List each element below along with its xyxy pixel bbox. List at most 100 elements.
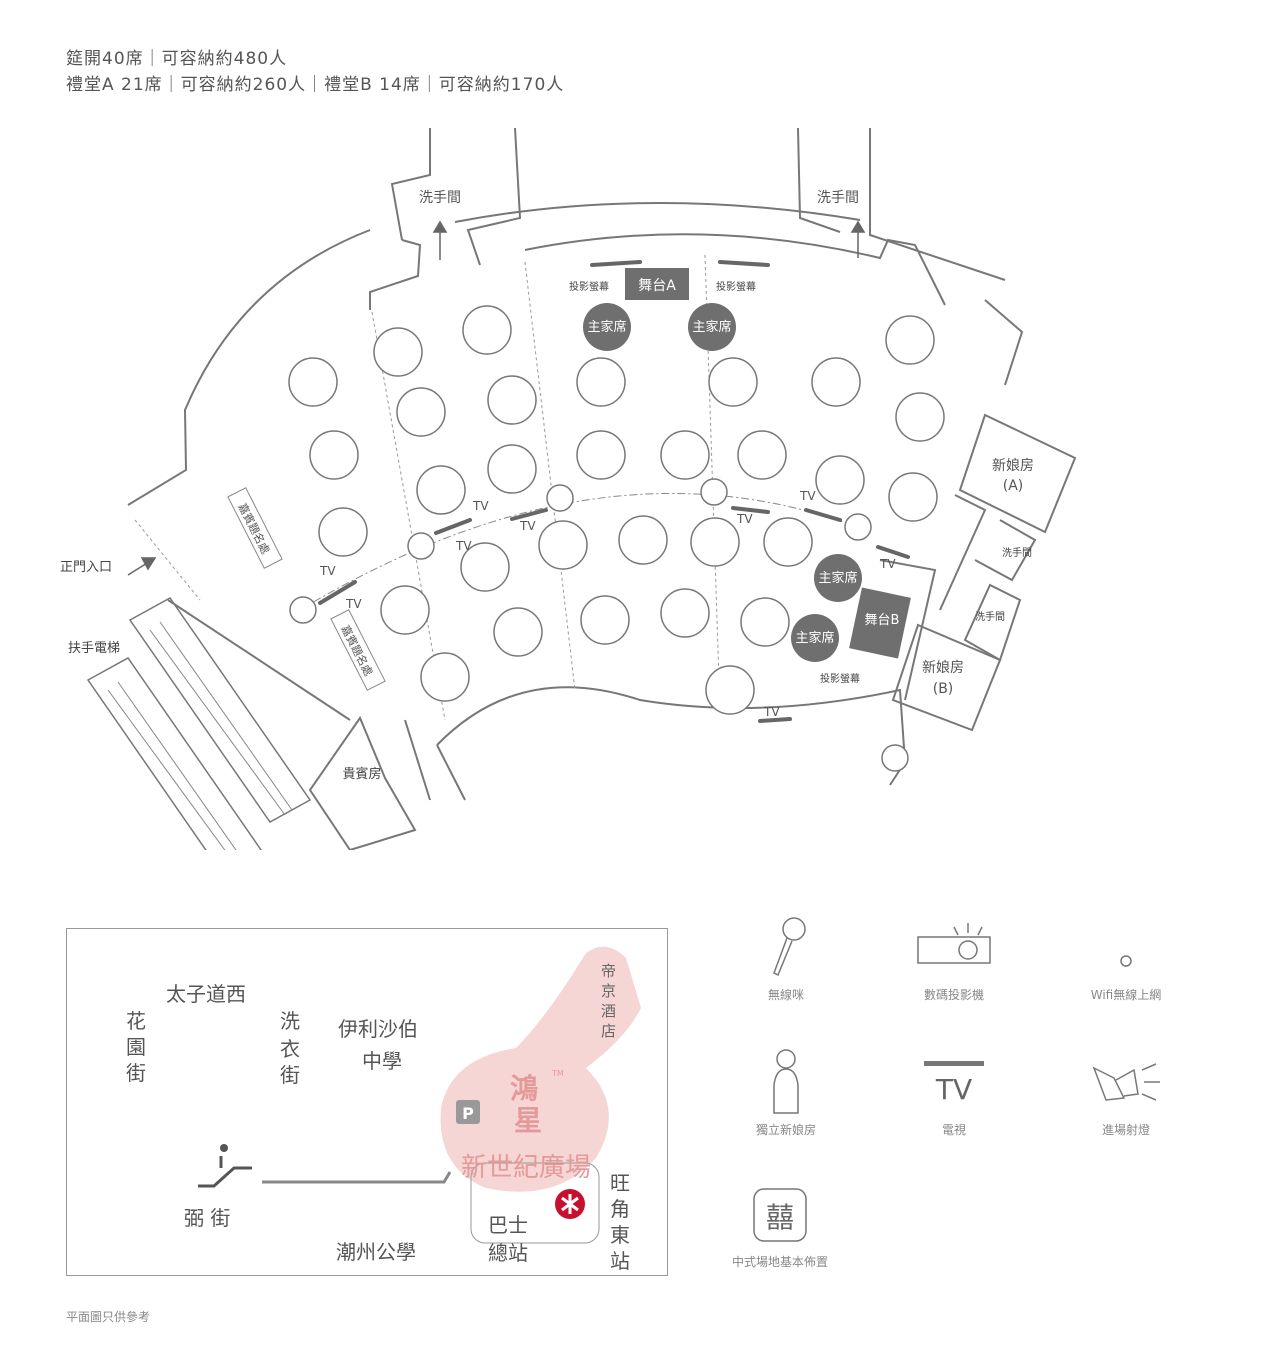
guest-table: [576, 430, 626, 480]
head-table: [814, 554, 862, 602]
tv-label: TV: [763, 705, 780, 719]
bride-room-icon: [773, 1049, 799, 1114]
restroom-label-a: 洗手間: [1002, 546, 1032, 559]
head-table: [688, 303, 736, 351]
head-table: [583, 303, 631, 351]
street-princes-road: 太子道西: [166, 982, 246, 1006]
stage-a-label: 舞台A: [638, 278, 676, 294]
guest-table: [740, 597, 790, 647]
svg-text:酒: 酒: [601, 1002, 616, 1020]
guest-table: [318, 507, 368, 557]
tv-label: TV: [879, 557, 896, 571]
screen-label: 投影螢幕: [820, 672, 860, 685]
escalator-icon: [198, 1144, 252, 1188]
brand-logo-char: 鴻: [510, 1072, 538, 1105]
spotlight-icon: [1092, 1063, 1160, 1101]
legend-label: 電視: [941, 1123, 966, 1137]
tv-label: TV: [519, 519, 536, 533]
restroom-label-right: 洗手間: [817, 190, 859, 206]
tv-label: TV: [799, 489, 816, 503]
legend-label: 進場射燈: [1101, 1123, 1150, 1137]
svg-text:站: 站: [610, 1249, 630, 1273]
svg-text:角: 角: [610, 1197, 630, 1221]
legend-bride-room: 獨立新娘房: [706, 1045, 866, 1138]
pillar: [546, 484, 574, 512]
guest-table: [462, 305, 512, 355]
svg-text:東: 東: [610, 1223, 630, 1247]
svg-text:囍: 囍: [766, 1201, 794, 1234]
stage-b-label: 舞台B: [865, 613, 900, 628]
tv-icon: TV: [924, 1061, 984, 1106]
guest-table: [705, 665, 755, 715]
guest-table: [815, 455, 865, 505]
legend-projector: 數碼投影機: [874, 915, 1034, 1003]
street-sai-yee: 洗: [280, 1009, 300, 1033]
guest-table: [895, 392, 945, 442]
pillar: [407, 532, 435, 560]
legend-label: Wifi無線上網: [1090, 988, 1162, 1002]
school-chiu-chow: 潮州公學: [336, 1240, 416, 1264]
svg-text:TV: TV: [935, 1073, 972, 1106]
projector-icon: [917, 923, 991, 964]
guest-table: [373, 327, 423, 377]
street-garden: 花: [126, 1009, 146, 1033]
footer-note: 平面圖只供參考: [66, 1310, 151, 1324]
tv-label: TV: [345, 597, 362, 611]
guest-table: [493, 607, 543, 657]
svg-text:總站: 總站: [488, 1241, 528, 1265]
guest-table: [660, 430, 710, 480]
head-table-label: 主家席: [795, 630, 834, 646]
mong-kok-east-label: 旺: [610, 1171, 630, 1195]
pillar: [881, 744, 909, 772]
guest-table: [487, 444, 537, 494]
restroom-label-left: 洗手間: [419, 190, 461, 206]
pillar: [289, 596, 317, 624]
head-table: [791, 614, 839, 662]
bride-room-b-sub: (B): [933, 681, 954, 697]
guest-table: [380, 585, 430, 635]
brand-logo-char: 星: [514, 1104, 542, 1137]
guest-table: [885, 315, 935, 365]
guest-table: [580, 595, 630, 645]
guest-table: [576, 357, 626, 407]
screen-label: 投影螢幕: [569, 280, 609, 293]
guest-table: [538, 520, 588, 570]
guest-table: [420, 652, 470, 702]
svg-text:街: 街: [280, 1063, 300, 1087]
guest-table: [487, 375, 537, 425]
vip-room-label: 貴賓房: [342, 766, 381, 782]
escalator-label: 扶手電梯: [68, 641, 120, 656]
guest-table: [763, 517, 813, 567]
main-entrance-label: 正門入口: [60, 560, 112, 575]
guest-table: [811, 357, 861, 407]
double-happiness-icon: 囍: [753, 1188, 807, 1242]
stage-a: [625, 268, 689, 300]
tv-label: TV: [455, 539, 472, 553]
microphone-icon: [773, 917, 806, 977]
tv-label: TV: [736, 512, 753, 526]
head-table-label: 主家席: [692, 319, 731, 335]
svg-text:京: 京: [601, 982, 616, 1000]
plaza-label: 新世紀廣場: [461, 1153, 591, 1183]
svg-text:店: 店: [601, 1022, 616, 1040]
legend-label: 中式場地基本佈置: [731, 1255, 828, 1269]
legend-tv: TV 電視: [874, 1055, 1034, 1138]
svg-text:P: P: [462, 1104, 474, 1123]
wifi-icon: [1120, 955, 1132, 967]
pillar: [844, 513, 872, 541]
tv-label: TV: [319, 564, 336, 578]
guest-table: [888, 472, 938, 522]
bride-room-a-sub: (A): [1003, 478, 1024, 494]
brand-tm: TM: [551, 1069, 564, 1078]
hotel-label: 帝: [601, 962, 616, 980]
guest-table: [396, 387, 446, 437]
capacity-summary: 筵開40席｜可容納約480人: [66, 49, 288, 69]
legend-label: 無線咪: [767, 988, 804, 1002]
guest-table: [288, 357, 338, 407]
guest-table: [708, 357, 758, 407]
restroom-label-b: 洗手間: [975, 610, 1005, 623]
guest-table: [618, 515, 668, 565]
street-bute: 弼 街: [184, 1206, 230, 1230]
parking-icon: [456, 1100, 480, 1124]
svg-text:園: 園: [126, 1035, 146, 1059]
